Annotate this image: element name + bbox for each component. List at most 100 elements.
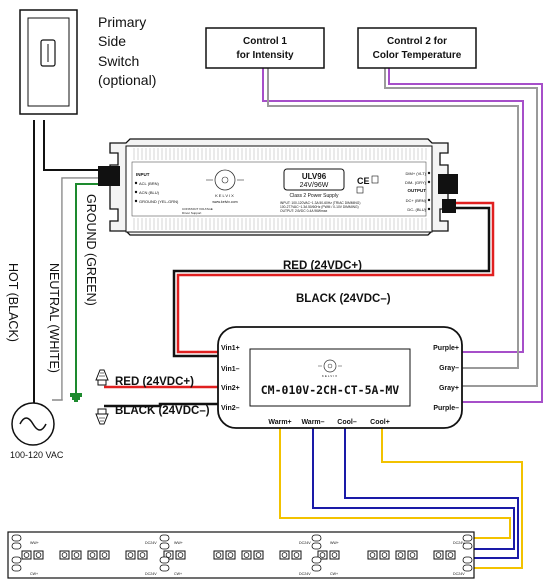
control2-line1: Control 2 for xyxy=(387,36,447,47)
controller-terminal-cool-minus: Cool– xyxy=(337,419,357,426)
ground-symbol-icon xyxy=(70,393,82,402)
solder-pad xyxy=(462,556,473,564)
solder-pad xyxy=(462,534,473,542)
control2-gray-wire xyxy=(384,68,538,387)
switch-label-line-2: Side xyxy=(98,33,126,49)
led-chip xyxy=(21,550,44,560)
dim-terminal-1-dot xyxy=(427,171,431,175)
led-chip xyxy=(317,550,340,560)
ac-source-label: 100-120 VAC xyxy=(10,450,64,460)
psu-input-terminal-2: ACN (BLU) xyxy=(139,190,160,195)
black-top-label: BLACK (24VDC–) xyxy=(296,293,391,305)
solder-pad xyxy=(11,564,22,572)
controller-terminal-purple-minus: Purple– xyxy=(433,405,459,412)
controller-terminal-vin1-minus: Vin1– xyxy=(221,366,240,373)
psu-model: ULV96 xyxy=(302,172,327,181)
psu-spec-1: INPUT: 100-120VAC~1.3A 50-60Hz (TRIAC DI… xyxy=(280,201,360,205)
psu-output-connector xyxy=(438,174,458,194)
solder-pad xyxy=(311,542,322,550)
power-supply xyxy=(109,138,449,236)
controller-brand: KELVIX xyxy=(322,374,338,378)
neutral-wire xyxy=(52,177,118,401)
cool-plus-wire xyxy=(381,428,523,569)
psu-spec-3: OUTPUT: 24VDC 0-4A 96Wmax xyxy=(280,209,328,213)
control2-purple-wire xyxy=(388,68,543,403)
solder-pad xyxy=(462,564,473,572)
psu-small-print-1: CONSTANT VOLTAGE xyxy=(182,207,213,211)
strip-pad-label-top-1: WW+ xyxy=(30,541,39,545)
black-vin2-wire xyxy=(104,402,218,408)
switch-to-psu-wire xyxy=(43,120,118,171)
controller-terminal-warm-plus: Warm+ xyxy=(268,419,291,426)
red-dc-wire xyxy=(176,201,495,354)
red-left-label: RED (24VDC+) xyxy=(115,376,194,388)
led-chip xyxy=(433,550,456,560)
ground-label: GROUND (GREEN) xyxy=(84,194,98,306)
input-terminal-3-dot xyxy=(134,199,138,203)
control2-box xyxy=(357,27,477,69)
solder-pad xyxy=(159,556,170,564)
psu-input-header: INPUT xyxy=(136,172,150,177)
solder-pad xyxy=(462,542,473,550)
psu-output-header: OUTPUT xyxy=(408,188,427,193)
psu-dc-connector xyxy=(442,199,456,213)
strip-pad-label-bottom-1: CW+ xyxy=(30,572,38,576)
ac-source-icon xyxy=(11,402,55,446)
cool-minus-wire xyxy=(344,428,519,559)
led-chip xyxy=(213,550,236,560)
solder-pad xyxy=(159,564,170,572)
strip-pad-label-top-5: WW+ xyxy=(330,541,339,545)
solder-pad xyxy=(311,556,322,564)
output-terminal-1-dot xyxy=(427,198,431,202)
dim-terminal-2-dot xyxy=(427,180,431,184)
controller-terminal-gray-minus: Gray– xyxy=(439,365,459,372)
controller-label-panel xyxy=(249,348,411,407)
solder-pad xyxy=(11,542,22,550)
control1-line2: for Intensity xyxy=(236,50,294,61)
switch-label-line-4: (optional) xyxy=(98,72,156,88)
red-wire-nut xyxy=(95,369,109,386)
solder-pad xyxy=(159,542,170,550)
strip-pad-label-bottom-4: DC24V xyxy=(299,572,311,576)
psu-dim-terminal-1: DIM+ (VLT) xyxy=(406,171,427,176)
primary-switch xyxy=(19,9,78,115)
led-chip xyxy=(59,550,82,560)
class2-icon xyxy=(356,186,364,194)
warm-plus-wire xyxy=(279,428,511,539)
control1-gray-wire xyxy=(267,68,519,369)
red-top-label: RED (24VDC+) xyxy=(283,260,362,272)
psu-rating: 24V/96W xyxy=(300,182,329,189)
controller-terminal-gray-plus: Gray+ xyxy=(439,385,459,392)
led-chip xyxy=(279,550,302,560)
controller-model: CM-010V-2CH-CT-5A-MV xyxy=(261,383,400,397)
strip-pad-label-top-2: DC24V xyxy=(145,541,157,545)
controller-terminal-cool-plus: Cool+ xyxy=(370,419,390,426)
psu-output-terminal-2: DC- (BLU) xyxy=(407,207,426,212)
control2-line2: Color Temperature xyxy=(373,50,462,61)
strip-pad-label-bottom-3: CW+ xyxy=(174,572,182,576)
led-chip xyxy=(241,550,264,560)
psu-model-box xyxy=(283,168,345,191)
black-left-label: BLACK (24VDC–) xyxy=(115,405,210,417)
psu-input-terminal-3: GROUND (YEL-GRN) xyxy=(139,199,179,204)
solder-pad xyxy=(159,534,170,542)
psu-spec-2: 100-277VAC~1.3A 50/60Hz (PWM / 0-10V DIM… xyxy=(280,205,359,209)
psu-input-terminal-1: ACL (BRN) xyxy=(139,181,160,186)
solder-pad xyxy=(311,534,322,542)
control1-box xyxy=(205,27,325,69)
solder-pad xyxy=(11,534,22,542)
control1-purple-wire xyxy=(262,68,524,353)
strip-pad-label-top-3: WW+ xyxy=(174,541,183,545)
black-wire-nut xyxy=(95,408,109,425)
psu-dim-terminal-2: DIM- (GRY) xyxy=(405,180,427,185)
strip-pad-label-bottom-6: DC24V xyxy=(453,572,465,576)
output-terminal-2-dot xyxy=(427,207,431,211)
controller-terminal-purple-plus: Purple+ xyxy=(433,345,459,352)
control1-line1: Control 1 xyxy=(243,36,287,47)
psu-website: www.kelvix.com xyxy=(212,200,237,204)
controller-terminal-vin2-plus: Vin2+ xyxy=(221,385,240,392)
solder-pad xyxy=(11,556,22,564)
led-chip xyxy=(367,550,390,560)
controller-terminal-vin2-minus: Vin2– xyxy=(221,405,240,412)
